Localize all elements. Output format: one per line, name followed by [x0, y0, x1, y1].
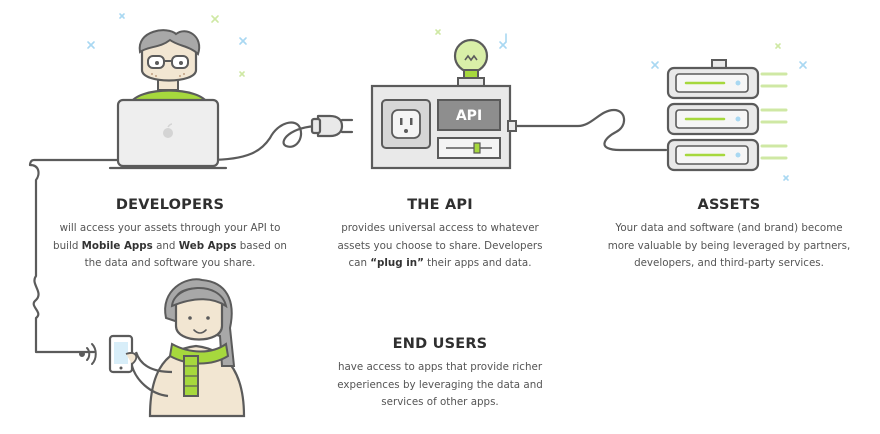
- api-description: provides universal access to whatever as…: [320, 220, 560, 273]
- api-box-icon: [370, 84, 517, 170]
- api-title: THE API: [407, 197, 473, 213]
- plug-icon: [310, 114, 354, 138]
- connection-cables: [28, 108, 668, 354]
- api-line-2: assets you choose to share. Developers: [337, 239, 543, 252]
- assets-title: ASSETS: [697, 197, 761, 213]
- developer-icon: [128, 29, 210, 106]
- server-stack-icon: [666, 59, 788, 172]
- developers-line-2-post: based on: [236, 239, 287, 252]
- assets-description: Your data and software (and brand) becom…: [586, 220, 872, 273]
- mobile-apps-term: Mobile Apps: [81, 239, 153, 252]
- developers-description: will access your assets through your API…: [36, 220, 304, 273]
- developers-line-2-mid: and: [152, 239, 179, 252]
- end-users-description: have access to apps that provide richer …: [312, 359, 568, 412]
- server-unit: [666, 102, 760, 136]
- assets-line-3: developers, and third-party services.: [634, 257, 824, 269]
- api-line-3-pre: can: [348, 257, 371, 269]
- assets-line-2: more valuable by being leveraged by part…: [607, 239, 851, 252]
- laptop-icon: [108, 98, 228, 170]
- end-users-title: END USERS: [392, 336, 488, 352]
- apple-logo-icon: [163, 128, 173, 138]
- plug-in-term: “plug in”: [370, 257, 424, 269]
- wireless-signal-icon: [79, 343, 97, 365]
- lightbulb-icon: [453, 38, 489, 87]
- api-line-1: provides universal access to whatever: [341, 222, 539, 234]
- outlet-icon: [391, 109, 421, 139]
- decorative-sparkles: [87, 13, 807, 181]
- end-users-line-3: services of other apps.: [381, 396, 499, 408]
- developers-line-1: will access your assets through your API…: [59, 222, 281, 234]
- end-users-line-1: have access to apps that provide richer: [337, 361, 543, 373]
- developers-line-2-pre: build: [53, 239, 82, 252]
- phone-icon: [108, 334, 138, 374]
- api-box-label: API: [456, 108, 482, 124]
- end-user-icon: [130, 278, 246, 418]
- server-unit: [666, 138, 760, 172]
- api-section: THE API provides universal access to wha…: [320, 197, 560, 273]
- developers-section: DEVELOPERS will access your assets throu…: [36, 197, 304, 273]
- assets-section: ASSETS Your data and software (and brand…: [586, 197, 872, 273]
- api-line-3-post: their apps and data.: [423, 257, 532, 269]
- server-unit: [666, 66, 760, 100]
- web-apps-term: Web Apps: [178, 239, 237, 252]
- assets-line-1: Your data and software (and brand) becom…: [615, 222, 843, 234]
- end-users-section: END USERS have access to apps that provi…: [312, 336, 568, 412]
- end-users-line-2: experiences by leveraging the data and: [337, 378, 543, 391]
- developers-title: DEVELOPERS: [115, 197, 225, 213]
- developers-line-3: the data and software you share.: [84, 257, 256, 269]
